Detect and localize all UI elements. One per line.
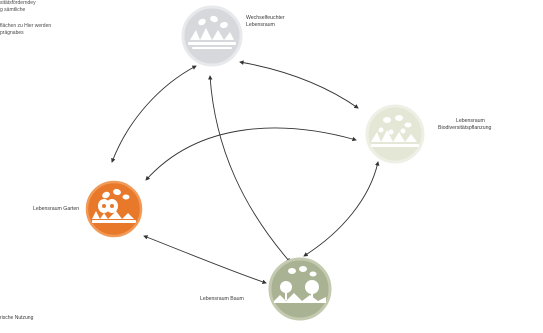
label-line: Lebensraum Baum bbox=[200, 296, 244, 302]
node-circle bbox=[365, 104, 425, 164]
intro-line: prägnabes bbox=[0, 29, 24, 36]
node-wechselfeucht[interactable] bbox=[181, 5, 243, 67]
intro-line: sitätsförderndey bbox=[0, 0, 36, 6]
node-biodiversitaet[interactable] bbox=[365, 104, 425, 164]
label-line: Lebensraum bbox=[456, 118, 485, 124]
intro-paragraph-2: flächen zu Hier werden prägnabes bbox=[0, 23, 70, 36]
node-garten[interactable] bbox=[85, 180, 143, 238]
label-wechselfeucht: Wechselfeuchter Lebensraum bbox=[246, 15, 285, 28]
label-baum: Lebensraum Baum bbox=[200, 296, 244, 303]
arrow-wechsel-biodiv bbox=[239, 60, 359, 109]
arrow-garten-baum bbox=[143, 235, 267, 284]
connector-arrows bbox=[111, 60, 380, 284]
arrow-wechsel-baum bbox=[207, 75, 291, 263]
arrow-garten-biodiv bbox=[145, 127, 357, 181]
arrow-biodiv-baum bbox=[303, 161, 380, 257]
label-line: Wechselfeuchter bbox=[246, 15, 285, 21]
intro-text: sitätsförderndey g sämtliche flächen zu … bbox=[0, 0, 70, 36]
wetland-icon bbox=[188, 15, 236, 49]
intro-paragraph-1: sitätsförderndey g sämtliche bbox=[0, 0, 70, 13]
flower-meadow-icon bbox=[371, 115, 419, 147]
tree-icon bbox=[274, 266, 326, 303]
label-garten: Lebensraum Garten bbox=[33, 206, 79, 213]
intro-line: g sämtliche bbox=[0, 6, 26, 13]
arrow-wechsel-garten bbox=[111, 65, 197, 163]
node-baum[interactable] bbox=[268, 257, 332, 321]
garden-icon-detail bbox=[102, 204, 114, 208]
label-biodiversitaet: Lebensraum Biodiversitätspflanzung bbox=[438, 118, 491, 131]
footer-left-text: rische Nutzung bbox=[0, 315, 34, 321]
intro-line: flächen zu Hier werden bbox=[0, 23, 52, 29]
label-line: Biodiversitätspflanzung bbox=[438, 124, 492, 131]
label-line: Lebensraum bbox=[246, 21, 275, 28]
label-line: Lebensraum Garten bbox=[33, 206, 80, 212]
node-circle bbox=[181, 5, 243, 67]
